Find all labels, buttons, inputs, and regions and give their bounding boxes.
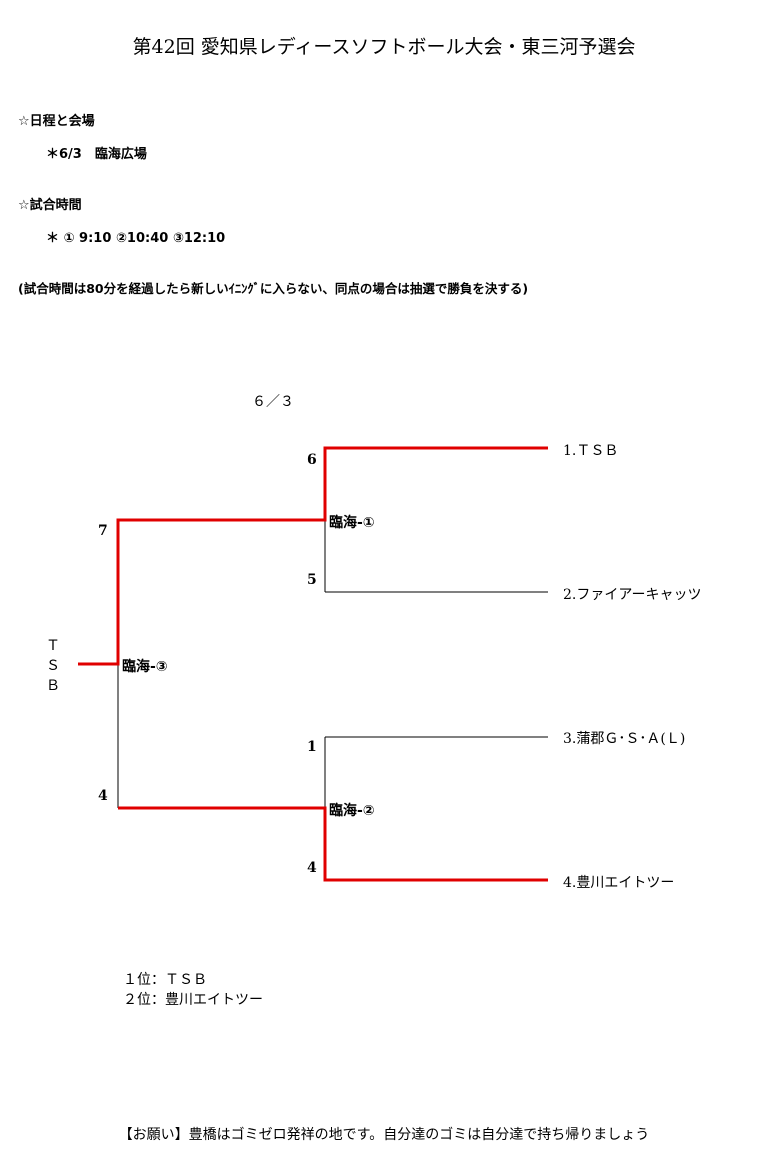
score: 4	[307, 860, 317, 876]
team-2: 2.ファイアーキャッツ	[563, 587, 702, 603]
score: 1	[307, 739, 317, 755]
match-label: 臨海-②	[329, 803, 375, 819]
page-title: 第42回 愛知県レディースソフトボール大会・東三河予選会	[132, 36, 636, 58]
score: 6	[307, 452, 317, 468]
rules-note: (試合時間は80分を経過したら新しいｲﾆﾝｸﾞに入らない、同点の場合は抽選で勝負…	[18, 281, 529, 296]
team-3: 3.蒲郡Ｇ･Ｓ･Ａ(Ｌ)	[563, 731, 686, 747]
team-1: 1.ＴＳＢ	[563, 443, 619, 459]
footer-request: 【お願い】豊橋はゴミゼロ発祥の地です。自分達のゴミは自分達で持ち帰りましょう	[118, 1127, 650, 1143]
times-detail: ＊ ① 9:10 ②10:40 ③12:10	[46, 231, 226, 246]
schedule-detail: ＊6/3 臨海広場	[46, 147, 147, 162]
champion-char: Ｓ	[46, 658, 60, 674]
match-label: 臨海-③	[122, 659, 168, 675]
result-second: ２位：豊川エイトツー	[123, 992, 263, 1008]
bracket-date: ６／３	[252, 394, 294, 410]
score: 4	[98, 788, 108, 804]
score: 5	[307, 572, 317, 588]
result-first: １位：ＴＳＢ	[123, 972, 207, 988]
match-label: 臨海-①	[329, 515, 375, 531]
team-4: 4.豊川エイトツー	[563, 875, 675, 891]
champion-char: Ｂ	[46, 678, 60, 694]
times-heading: ☆試合時間	[18, 198, 82, 213]
schedule-heading: ☆日程と会場	[18, 114, 95, 129]
champion-char: Ｔ	[46, 638, 60, 654]
score: 7	[98, 523, 108, 539]
